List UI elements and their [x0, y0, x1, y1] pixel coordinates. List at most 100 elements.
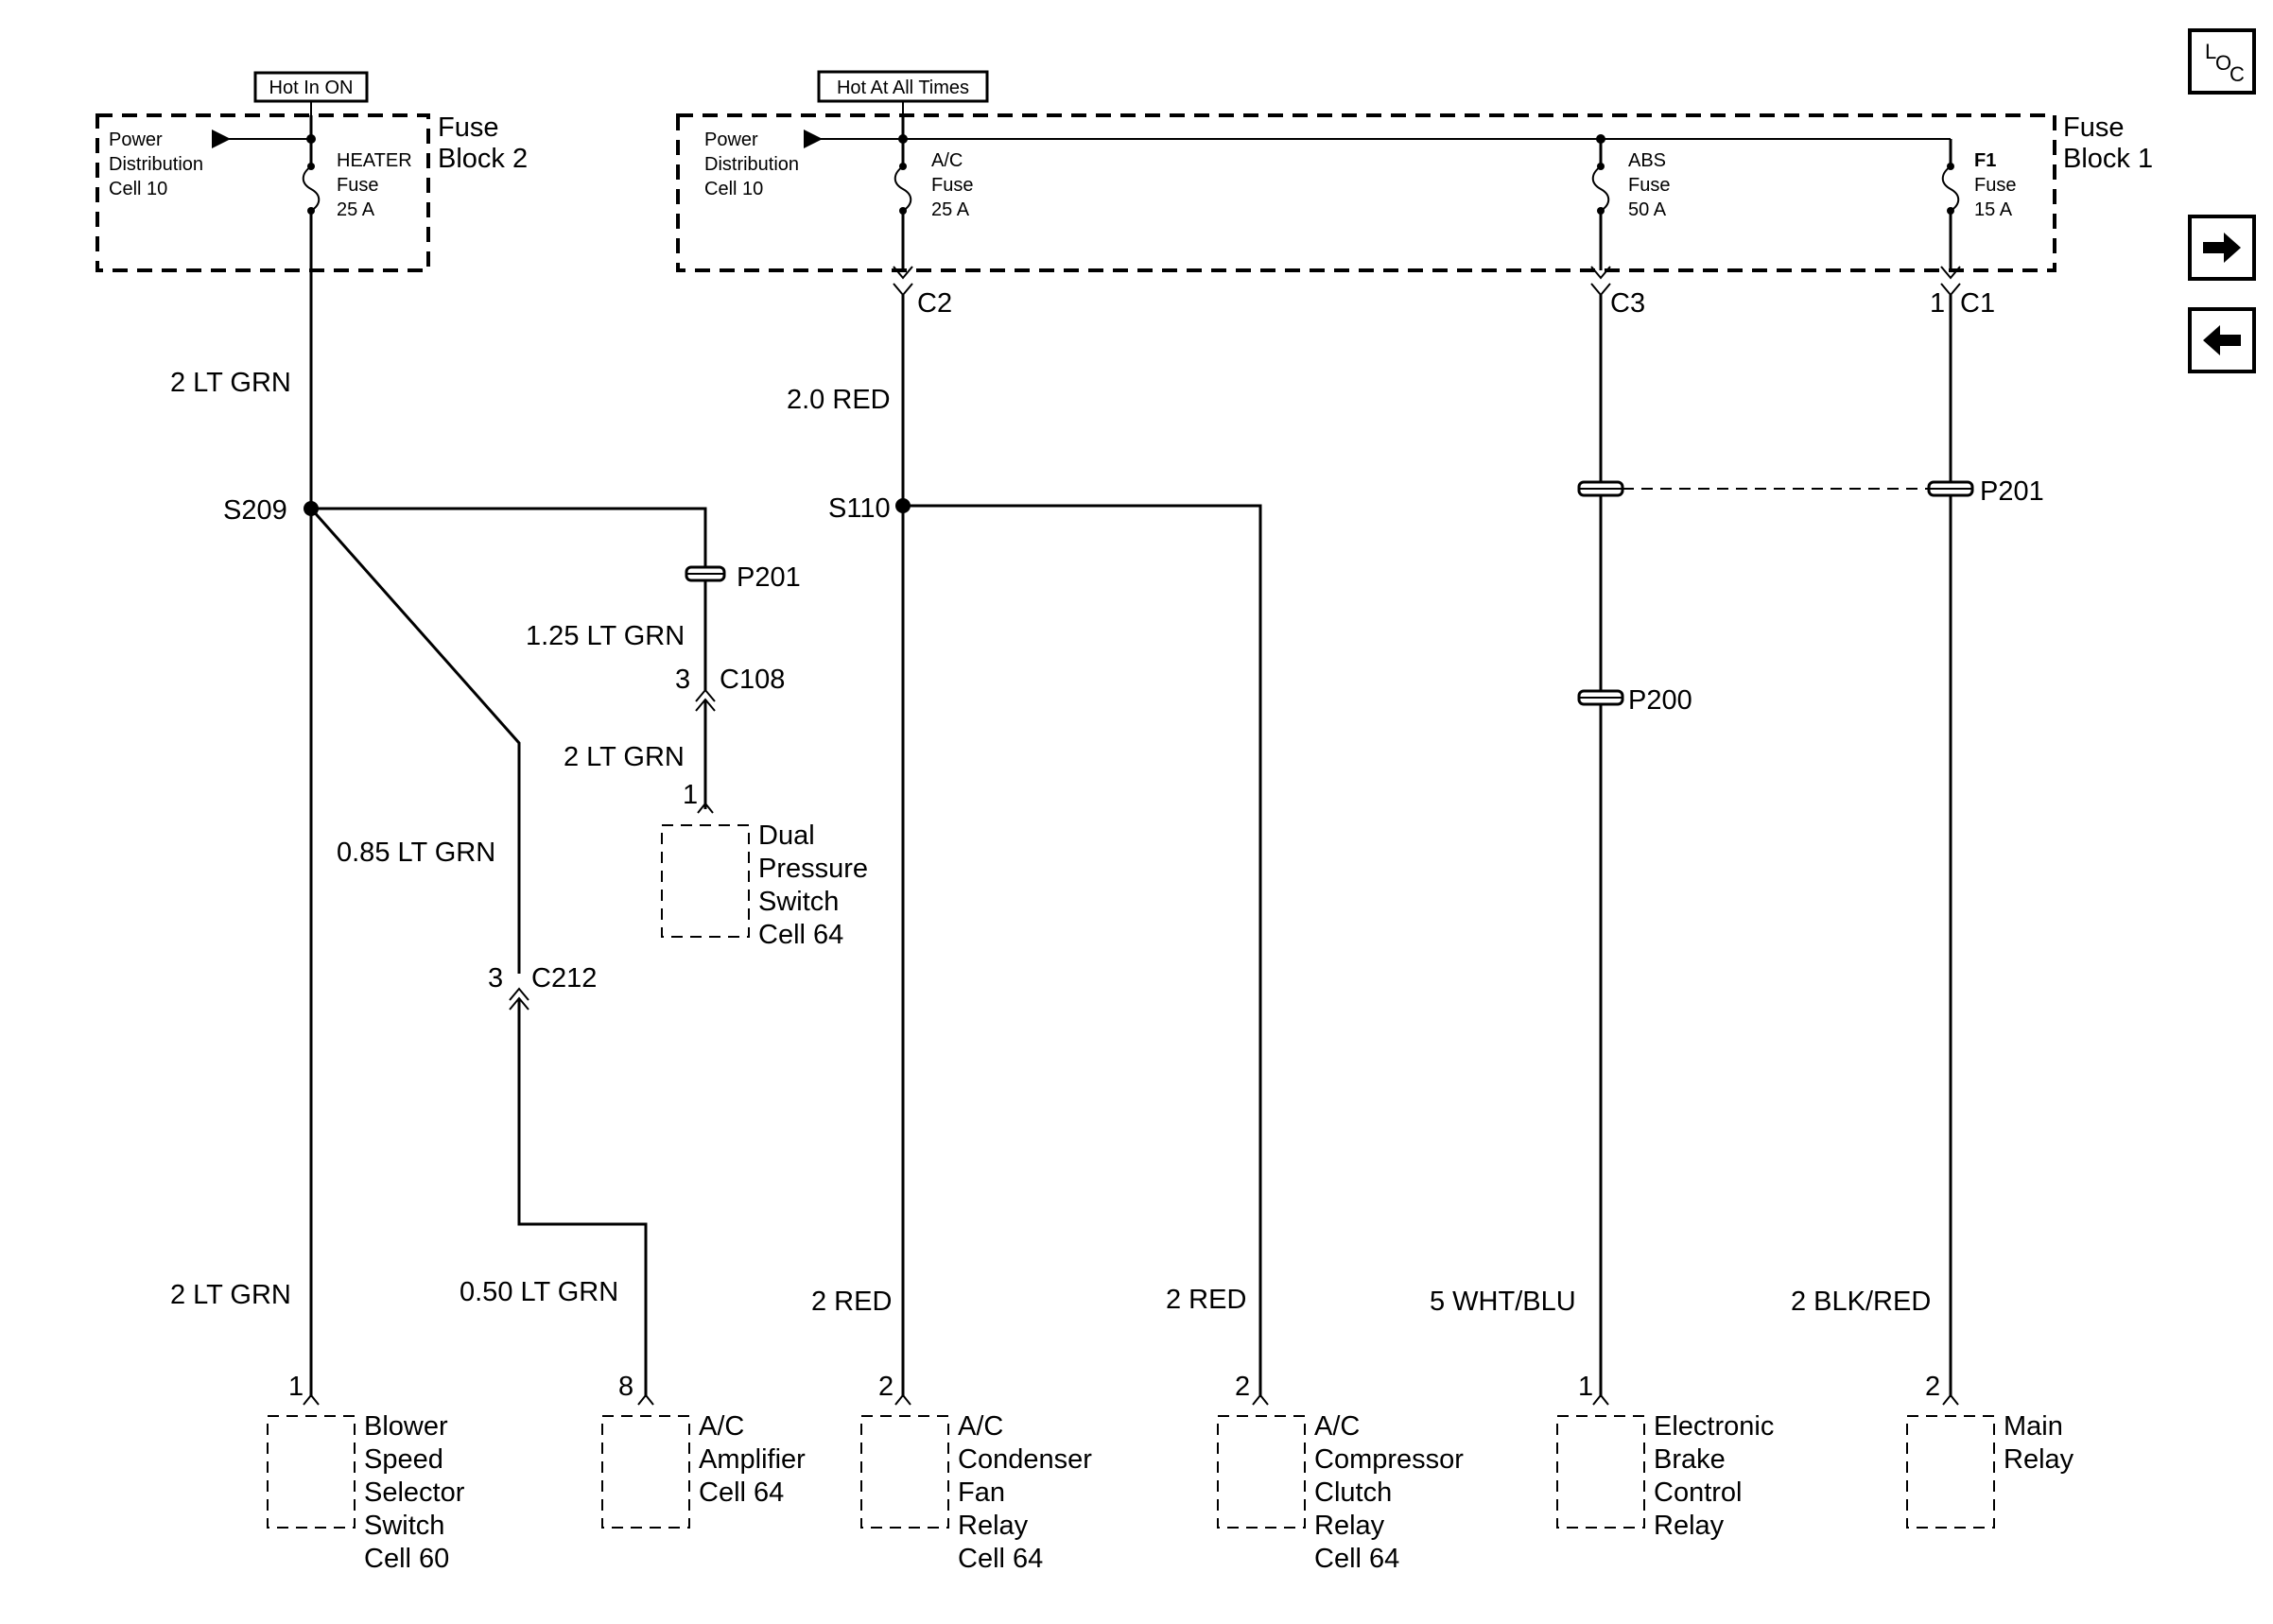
svg-text:P200: P200	[1628, 685, 1692, 716]
location-view-button[interactable]: L O C	[2188, 28, 2256, 95]
svg-text:Blower: Blower	[364, 1411, 448, 1442]
svg-text:Cell 10: Cell 10	[109, 179, 167, 199]
svg-text:HEATER: HEATER	[337, 150, 412, 171]
hot-at-all-times-label: Hot At All Times	[817, 70, 989, 103]
svg-text:Relay: Relay	[1654, 1511, 1725, 1541]
passthrough-p200: P200	[1577, 685, 1692, 716]
svg-text:Block 2: Block 2	[438, 144, 528, 174]
svg-text:C212: C212	[531, 963, 597, 993]
svg-text:P201: P201	[737, 562, 801, 593]
connector-c2: C2	[893, 266, 952, 319]
svg-text:Power: Power	[704, 130, 758, 150]
svg-text:Distribution: Distribution	[704, 154, 799, 175]
loc-icon-c: C	[2230, 62, 2245, 86]
wire-label: 2.0 RED	[787, 385, 891, 415]
svg-text:Dual: Dual	[758, 821, 815, 851]
passthrough-p201-right: P201	[1927, 476, 2044, 507]
wire-label: 5 WHT/BLU	[1430, 1287, 1576, 1317]
svg-text:Cell 60: Cell 60	[364, 1544, 449, 1574]
wire-label: 0.85 LT GRN	[337, 838, 495, 868]
svg-text:P201: P201	[1980, 476, 2044, 507]
svg-text:Speed: Speed	[364, 1444, 443, 1475]
svg-text:1: 1	[683, 780, 698, 810]
svg-text:1: 1	[288, 1372, 304, 1402]
svg-text:Control: Control	[1654, 1477, 1743, 1508]
svg-text:Cell 64: Cell 64	[1314, 1544, 1399, 1574]
dual-pressure-switch: 1 Dual Pressure Switch Cell 64	[661, 780, 868, 950]
svg-text:2: 2	[1235, 1372, 1250, 1402]
fuse-block-2: Fuse Block 2 Power Distribution Cell 10 …	[95, 112, 528, 272]
svg-text:25 A: 25 A	[337, 199, 375, 220]
svg-text:2: 2	[1925, 1372, 1940, 1402]
svg-text:Cell 64: Cell 64	[958, 1544, 1043, 1574]
previous-page-button[interactable]	[2188, 307, 2256, 373]
component-electronic-brake-control-relay: 1 Electronic Brake Control Relay	[1556, 1372, 1774, 1541]
svg-text:Relay: Relay	[2004, 1444, 2074, 1475]
next-page-button[interactable]	[2188, 215, 2256, 281]
svg-text:A/C: A/C	[931, 150, 963, 171]
wire-label: 2 LT GRN	[170, 368, 291, 398]
svg-text:Fuse: Fuse	[337, 175, 378, 196]
svg-text:Block 1: Block 1	[2063, 144, 2153, 174]
wire-label: 1.25 LT GRN	[526, 621, 685, 651]
wire-label: 2 LT GRN	[564, 742, 685, 772]
svg-text:Fan: Fan	[958, 1477, 1005, 1508]
svg-text:C2: C2	[917, 288, 952, 319]
svg-text:Switch: Switch	[758, 887, 839, 917]
svg-text:25 A: 25 A	[931, 199, 970, 220]
loc-icon-o: O	[2215, 51, 2232, 75]
hot-in-on-label: Hot In ON	[253, 71, 369, 103]
splice-s110: S110	[828, 493, 911, 524]
component-main-relay: 2 Main Relay	[1906, 1372, 2074, 1529]
wire-label: 2 BLK/RED	[1791, 1287, 1931, 1317]
svg-text:Electronic: Electronic	[1654, 1411, 1774, 1442]
svg-text:Distribution: Distribution	[109, 154, 203, 175]
component-ac-condenser-fan-relay: 2 A/C Condenser Fan Relay Cell 64	[860, 1372, 1092, 1574]
svg-text:Amplifier: Amplifier	[699, 1444, 806, 1475]
svg-text:C3: C3	[1610, 288, 1645, 319]
heater-fuse-symbol	[302, 163, 321, 215]
svg-text:Cell 10: Cell 10	[704, 179, 763, 199]
wire-label: 0.50 LT GRN	[460, 1277, 618, 1307]
svg-text:C108: C108	[720, 665, 785, 695]
f1-fuse-symbol	[1941, 163, 1960, 215]
svg-text:A/C: A/C	[1314, 1411, 1360, 1442]
passthrough-p201-left: P201	[685, 562, 801, 593]
loc-icon-l: L	[2205, 40, 2217, 63]
svg-text:S110: S110	[828, 493, 891, 524]
svg-text:A/C: A/C	[699, 1411, 744, 1442]
svg-text:Clutch: Clutch	[1314, 1477, 1392, 1508]
ac-fuse-symbol	[894, 163, 912, 215]
svg-text:Cell 64: Cell 64	[699, 1477, 784, 1508]
svg-text:8: 8	[618, 1372, 633, 1402]
svg-text:Hot At All Times: Hot At All Times	[837, 78, 969, 98]
svg-text:Relay: Relay	[1314, 1511, 1385, 1541]
svg-text:Brake: Brake	[1654, 1444, 1726, 1475]
svg-text:2: 2	[878, 1372, 894, 1402]
svg-text:Relay: Relay	[958, 1511, 1029, 1541]
arrow-right-icon	[2203, 233, 2241, 263]
component-ac-compressor-clutch-relay: 2 A/C Compressor Clutch Relay Cell 64	[1217, 1372, 1464, 1574]
connector-c108: 3 C108	[675, 665, 785, 712]
component-blower-speed-selector-switch: 1 Blower Speed Selector Switch Cell 60	[267, 1372, 465, 1574]
arrow-left-icon	[2203, 325, 2241, 355]
svg-text:Hot In ON: Hot In ON	[269, 78, 354, 98]
svg-text:3: 3	[488, 963, 503, 993]
svg-text:Fuse: Fuse	[2063, 112, 2124, 143]
svg-text:Fuse: Fuse	[438, 112, 498, 143]
svg-text:F1: F1	[1974, 150, 1996, 171]
svg-text:Pressure: Pressure	[758, 854, 868, 884]
wire-label: 2 RED	[811, 1287, 892, 1317]
wire-label: 2 LT GRN	[170, 1280, 291, 1310]
svg-text:Switch: Switch	[364, 1511, 444, 1541]
splice-s209: S209	[223, 495, 319, 526]
svg-text:1: 1	[1578, 1372, 1593, 1402]
fuse-block-1: Fuse Block 1 Power Distribution Cell 10 …	[676, 112, 2153, 272]
svg-text:Fuse: Fuse	[931, 175, 973, 196]
connector-c212: 3 C212	[488, 963, 597, 1011]
svg-text:Condenser: Condenser	[958, 1444, 1092, 1475]
svg-text:C1: C1	[1960, 288, 1995, 319]
svg-text:Cell 64: Cell 64	[758, 920, 843, 950]
svg-text:15 A: 15 A	[1974, 199, 2013, 220]
